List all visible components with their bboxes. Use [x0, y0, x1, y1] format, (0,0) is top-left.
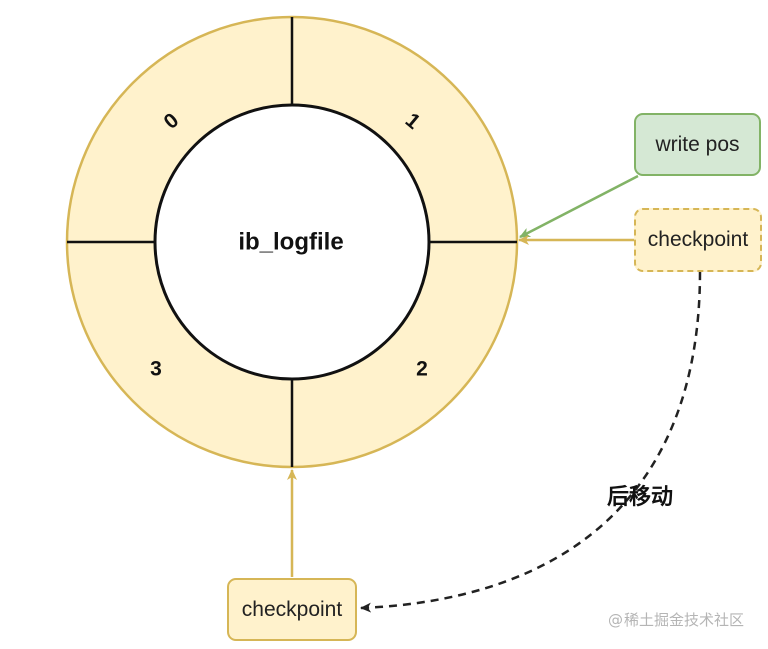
- center-label: ib_logfile: [238, 228, 343, 255]
- watermark-at: @: [608, 611, 623, 629]
- checkpoint-bottom-box: checkpoint: [227, 578, 357, 641]
- watermark-text: 稀土掘金技术社区: [624, 611, 745, 629]
- segment-label-2: 2: [416, 358, 428, 381]
- move-backward-arrow: [360, 271, 702, 613]
- watermark: @稀土掘金技术社区: [608, 609, 744, 630]
- checkpoint-right-box: checkpoint: [634, 208, 762, 272]
- write-pos-box: write pos: [634, 113, 761, 176]
- write-pos-arrow: [519, 174, 639, 239]
- move-label: 后移动: [607, 484, 673, 510]
- segment-label-3: 3: [150, 358, 162, 381]
